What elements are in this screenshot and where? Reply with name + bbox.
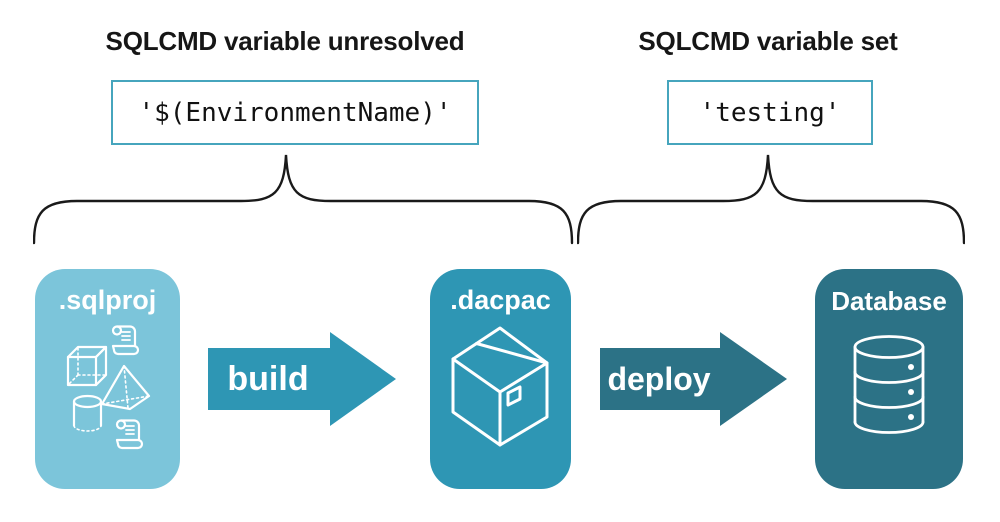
right-brace — [577, 154, 965, 245]
deploy-arrow — [600, 332, 787, 426]
package-icon — [451, 326, 548, 447]
code-box-testing: 'testing' — [667, 80, 873, 145]
sql-objects-icons — [66, 325, 151, 450]
sqlproj-node: .sqlproj — [35, 269, 180, 489]
pyramid-icon — [100, 364, 151, 411]
code-text-environment-name: '$(EnvironmentName)' — [138, 97, 452, 128]
sqlproj-label: .sqlproj — [58, 285, 157, 315]
cylinder-icon — [72, 394, 103, 432]
database-label: Database — [831, 286, 947, 316]
heading-variable-unresolved: SQLCMD variable unresolved — [105, 26, 465, 56]
deploy-arrow-label: deploy — [607, 360, 711, 397]
cube-icon — [66, 345, 108, 387]
database-icon — [853, 335, 925, 434]
build-arrow — [208, 332, 396, 426]
build-arrow-label: build — [227, 359, 309, 398]
database-node: Database — [815, 269, 963, 489]
code-box-environment-name: '$(EnvironmentName)' — [111, 80, 479, 145]
left-brace — [33, 154, 574, 245]
dacpac-node: .dacpac — [430, 269, 571, 489]
heading-variable-set: SQLCMD variable set — [638, 26, 898, 56]
scroll-icon — [115, 419, 144, 450]
code-text-testing: 'testing' — [699, 97, 841, 128]
dacpac-label: .dacpac — [450, 285, 551, 315]
scroll-icon — [111, 325, 140, 356]
